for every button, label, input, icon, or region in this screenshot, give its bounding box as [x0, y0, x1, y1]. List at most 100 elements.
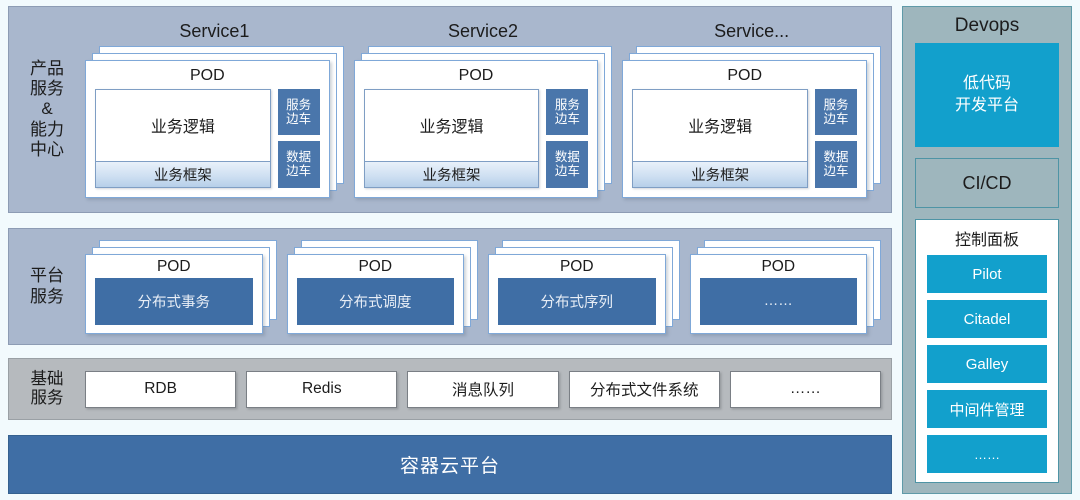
platform-service-name: 分布式事务 [95, 277, 253, 325]
basic-services-row: RDB Redis 消息队列 分布式文件系统 …… [85, 359, 891, 419]
services-row: Service1 POD 业务逻辑 业务框架 [85, 7, 891, 212]
control-panel-list: Pilot Citadel Galley 中间件管理 …… [927, 255, 1047, 473]
sidecar-line: 数据 [554, 150, 580, 165]
sidecar-line: 边车 [554, 111, 580, 126]
pod-card[interactable]: POD 业务逻辑 业务框架 服务 边车 [622, 59, 868, 198]
pod-title: POD [727, 66, 763, 84]
pod-contents: 业务逻辑 业务框架 服务 边车 数据 [355, 88, 598, 197]
sidecar-column: 服务 边车 数据 边车 [815, 88, 858, 188]
lowcode-platform-box[interactable]: 低代码 开发平台 [915, 43, 1059, 147]
sidecar-line: 边车 [823, 164, 849, 179]
control-panel-item-citadel[interactable]: Citadel [927, 300, 1047, 338]
platform-pod[interactable]: POD 分布式事务 [85, 239, 277, 334]
service-sidecar-box[interactable]: 服务 边车 [277, 88, 320, 135]
pod-card[interactable]: POD 分布式调度 [286, 253, 464, 334]
pod-card[interactable]: POD 业务逻辑 业务框架 服务 边车 [85, 59, 330, 198]
row-label-line: 平台 [30, 266, 64, 286]
row-label-products: 产品 服务 & 能力 中心 [9, 7, 85, 212]
band-basic-services: 基础 服务 RDB Redis 消息队列 分布式文件系统 …… [8, 358, 892, 420]
pod-title: POD [458, 66, 494, 84]
row-label-line: 能力 [30, 119, 64, 139]
cicd-box[interactable]: CI/CD [915, 158, 1059, 208]
platform-pod[interactable]: POD …… [689, 239, 881, 334]
service-group[interactable]: Service1 POD 业务逻辑 业务框架 [85, 17, 344, 203]
business-framework-box: 业务框架 [364, 160, 539, 187]
sidecar-line: 边车 [823, 111, 849, 126]
container-platform-label: 容器云平台 [399, 456, 500, 477]
service-group[interactable]: Service2 POD 业务逻辑 业务框架 [353, 17, 613, 203]
devops-title: Devops [954, 15, 1020, 36]
pod-title: POD [358, 257, 393, 275]
pod-title: POD [156, 257, 191, 275]
platform-pod[interactable]: POD 分布式调度 [286, 239, 478, 334]
band-product-services: 产品 服务 & 能力 中心 Service1 POD [8, 6, 892, 213]
pod-title: POD [761, 257, 796, 275]
row-label-line: 服务 [30, 79, 64, 99]
platform-pod[interactable]: POD 分布式序列 [488, 239, 680, 334]
band-platform-services: 平台 服务 POD 分布式事务 POD 分布式调 [8, 228, 892, 345]
control-panel: 控制面板 Pilot Citadel Galley 中间件管理 …… [915, 219, 1059, 483]
row-label-line: 服务 [30, 389, 64, 407]
pod-stack: POD 业务逻辑 业务框架 服务 边车 [622, 45, 882, 198]
service-sidecar-box[interactable]: 服务 边车 [815, 88, 858, 135]
basic-service-item[interactable]: …… [729, 370, 882, 408]
platform-service-name: …… [699, 277, 857, 325]
data-sidecar-box[interactable]: 数据 边车 [546, 141, 589, 188]
pod-contents: 业务逻辑 业务框架 服务 边车 数据 [86, 88, 329, 197]
business-column: 业务逻辑 业务框架 [632, 88, 809, 188]
service-title: Service2 [447, 20, 519, 41]
pod-title: POD [559, 257, 594, 275]
business-framework-box: 业务框架 [96, 160, 270, 187]
sidecar-line: 边车 [286, 164, 312, 179]
row-label-line: 产品 [30, 59, 64, 79]
platform-service-name: 分布式序列 [498, 277, 656, 325]
pod-stack: POD 业务逻辑 业务框架 服务 边车 [85, 45, 344, 198]
sidecar-line: 服务 [286, 97, 312, 112]
data-sidecar-box[interactable]: 数据 边车 [815, 141, 858, 188]
devops-panel: Devops 低代码 开发平台 CI/CD 控制面板 Pilot Citadel… [902, 6, 1072, 494]
service-group[interactable]: Service... POD 业务逻辑 业务框架 [622, 17, 882, 203]
lowcode-line: 开发平台 [954, 97, 1019, 114]
sidecar-line: 边车 [286, 111, 312, 126]
sidecar-column: 服务 边车 数据 边车 [277, 88, 320, 188]
sidecar-line: 服务 [823, 97, 849, 112]
pod-card[interactable]: POD 分布式事务 [85, 253, 263, 334]
row-label-platform: 平台 服务 [9, 229, 85, 344]
basic-service-item[interactable]: Redis [246, 370, 398, 408]
basic-service-item[interactable]: 分布式文件系统 [568, 370, 720, 408]
pod-card[interactable]: POD …… [689, 253, 867, 334]
platform-pods-row: POD 分布式事务 POD 分布式调度 POD [85, 229, 891, 344]
control-panel-item-galley[interactable]: Galley [927, 345, 1047, 383]
row-label-line: 服务 [30, 286, 64, 306]
service-title: Service... [714, 20, 790, 41]
basic-service-item[interactable]: 消息队列 [407, 370, 559, 408]
service-sidecar-box[interactable]: 服务 边车 [546, 88, 589, 135]
pod-card[interactable]: POD 业务逻辑 业务框架 服务 边车 [353, 59, 599, 198]
band-container-cloud-platform[interactable]: 容器云平台 [8, 435, 892, 494]
business-column: 业务逻辑 业务框架 [95, 88, 271, 188]
sidecar-line: 数据 [823, 150, 849, 165]
row-label-basic: 基础 服务 [9, 359, 85, 419]
business-logic-box: 业务逻辑 [150, 119, 215, 136]
main-stack: 产品 服务 & 能力 中心 Service1 POD [8, 6, 892, 494]
service-title: Service1 [179, 20, 250, 41]
row-label-line: 基础 [30, 369, 64, 388]
sidecar-line: 边车 [554, 164, 580, 179]
row-label-line: 中心 [30, 139, 64, 159]
data-sidecar-box[interactable]: 数据 边车 [277, 141, 320, 188]
control-panel-item-middleware[interactable]: 中间件管理 [927, 390, 1047, 428]
sidecar-column: 服务 边车 数据 边车 [546, 88, 589, 188]
pod-card[interactable]: POD 分布式序列 [488, 253, 666, 334]
row-label-line: & [41, 99, 53, 119]
pod-contents: 业务逻辑 业务框架 服务 边车 数据 [623, 88, 866, 197]
basic-service-item[interactable]: RDB [85, 370, 237, 408]
sidecar-line: 服务 [554, 97, 580, 112]
pod-title: POD [190, 66, 225, 84]
control-panel-title: 控制面板 [954, 232, 1019, 249]
lowcode-line: 低代码 [962, 75, 1011, 93]
control-panel-item-pilot[interactable]: Pilot [927, 255, 1047, 293]
pod-stack: POD 业务逻辑 业务框架 服务 边车 [353, 45, 613, 198]
business-column: 业务逻辑 业务框架 [363, 88, 540, 188]
control-panel-item-more[interactable]: …… [927, 435, 1047, 473]
